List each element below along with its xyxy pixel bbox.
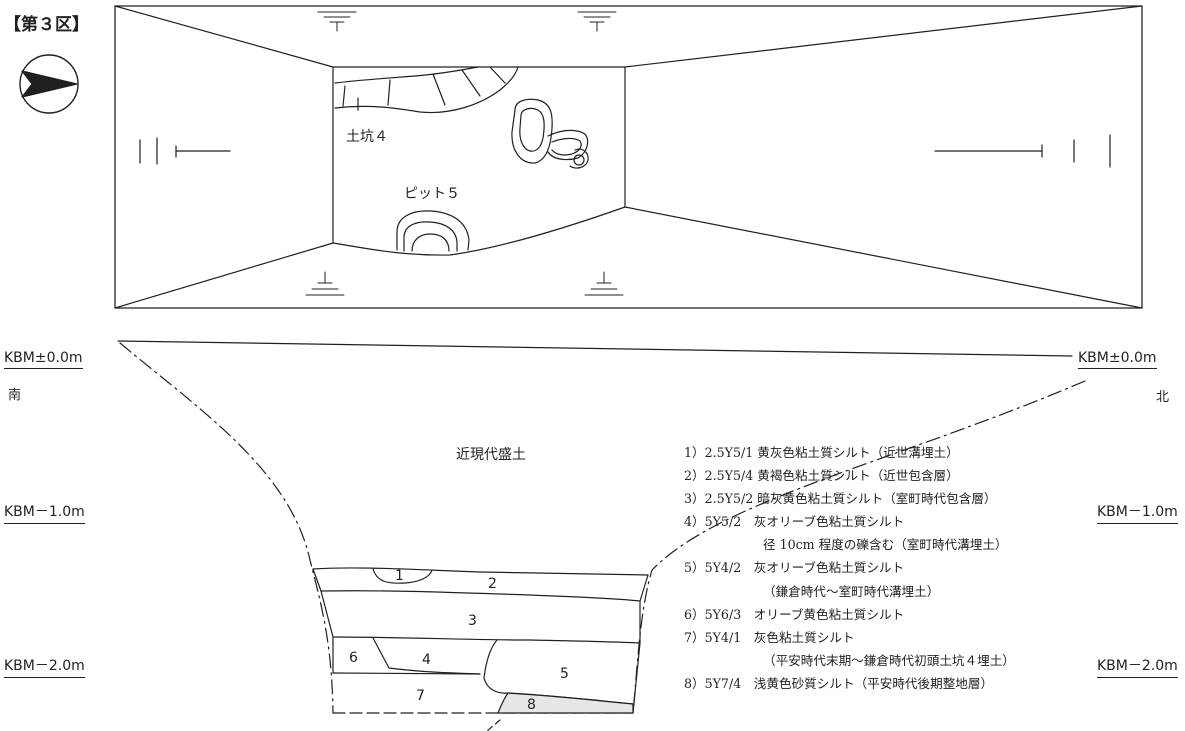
legend-item-note: （鎌倉時代～室町時代溝埋土） bbox=[763, 583, 940, 599]
figure-title: 【第３区】 bbox=[4, 15, 89, 35]
level-left-2: KBM－2.0m bbox=[4, 655, 85, 678]
layer-number: 6 bbox=[349, 650, 358, 666]
layer-legend: 1）2.5Y5/1 黄灰色粘土質シルト（近世溝埋土） 2）2.5Y5/4 黄褐色… bbox=[684, 441, 1015, 695]
north-label: 北 bbox=[1156, 390, 1170, 405]
legend-item: 7）5Y4/1 灰色粘土質シルト bbox=[684, 629, 855, 645]
layer-number: 3 bbox=[468, 613, 477, 629]
legend-item: 1）2.5Y5/1 黄灰色粘土質シルト（近世溝埋土） bbox=[684, 445, 959, 460]
level-right-1: KBM－1.0m bbox=[1097, 501, 1178, 524]
legend-item: 2）2.5Y5/4 黄褐色粘土質シルト（近世包含層） bbox=[684, 468, 959, 484]
legend-item: 4）5Y5/2 灰オリーブ色粘土質シルト bbox=[684, 514, 905, 530]
layer-number: 4 bbox=[422, 652, 431, 668]
pit-4-label: 土坑４ bbox=[346, 129, 388, 145]
level-right-2: KBM－2.0m bbox=[1097, 655, 1178, 678]
layer-number: 7 bbox=[416, 688, 425, 704]
legend-item-note: （平安時代末期～鎌倉時代初頭土坑４埋土） bbox=[763, 652, 1015, 668]
level-right-0: KBM±0.0m bbox=[1078, 350, 1157, 369]
layer-number: 1 bbox=[395, 568, 404, 584]
legend-item: 3）2.5Y5/2 暗灰黄色粘土質シルト（室町時代包含層） bbox=[684, 491, 997, 507]
layer-number: 8 bbox=[527, 697, 536, 713]
legend-item: 6）5Y6/3 オリーブ黄色粘土質シルト bbox=[684, 606, 905, 622]
north-arrow-icon bbox=[19, 54, 79, 114]
south-label: 南 bbox=[8, 388, 22, 403]
legend-item-note: 径 10cm 程度の礫含む（室町時代溝埋土） bbox=[763, 537, 1008, 553]
section-view bbox=[117, 340, 1086, 731]
layer-number: 2 bbox=[488, 576, 497, 592]
legend-item: 5）5Y4/2 灰オリーブ色粘土質シルト bbox=[684, 560, 905, 576]
level-left-0: KBM±0.0m bbox=[4, 350, 83, 369]
pit-5-label: ピット５ bbox=[404, 186, 460, 202]
legend-item: 8）5Y7/4 浅黄色砂質シルト（平安時代後期整地層） bbox=[684, 675, 994, 691]
layer-number: 5 bbox=[560, 666, 569, 682]
plan-view bbox=[114, 5, 1143, 309]
fill-label: 近現代盛土 bbox=[456, 447, 526, 463]
level-left-1: KBM－1.0m bbox=[4, 501, 85, 524]
